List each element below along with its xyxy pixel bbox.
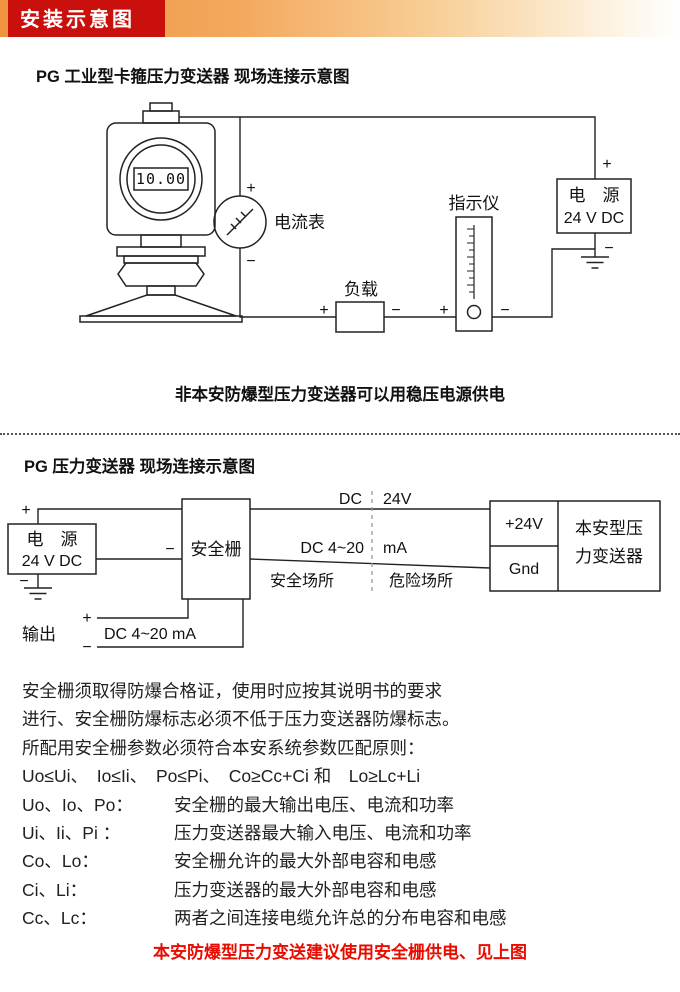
param-row: Co、Lo： 安全栅允许的最大外部电容和电感 [22,847,658,875]
indicator-plus: + [439,302,448,319]
note-line-3: 所配用安全栅参数必须符合本安系统参数匹配原则： [22,737,425,758]
ammeter-symbol [213,195,267,249]
power-name-1: 电 源 [569,186,620,205]
param-label: Co、Lo： [22,851,99,872]
transmitter-terminal-box [489,500,661,592]
output-label: 输出 [22,625,56,644]
param-label: Cc、Lc： [22,908,97,929]
dc420-label-left: DC 4~20 [300,540,364,557]
field-connection-diagram-2: 电 源 24 V DC + − 安全栅 − DC 24V DC 4~20 mA … [7,491,661,656]
safety-barrier-label: 安全栅 [191,540,242,559]
ammeter-plus: + [246,180,255,197]
power-supply-box-2 [7,523,97,575]
load-label: 负载 [344,280,378,299]
load-plus: + [319,302,328,319]
safety-notes: 安全栅须取得防爆合格证，使用时应按其说明书的要求 进行、安全栅防爆标志必须不低于… [0,663,680,933]
field-connection-diagram-1: 10.00 + − 电流表 负载 + − 指示仪 + − 电 源 24 V DC… [79,102,632,333]
indicator-label: 指示仪 [449,194,500,213]
transmitter-name-line2: 力变送器 [575,547,643,566]
param-label: Ui、Ii、Pi ： [22,823,121,844]
param-row: Ui、Ii、Pi ： 压力变送器最大输入电压、电流和功率 [22,819,658,847]
safety-barrier-box [181,498,251,600]
terminal-gnd: Gnd [509,561,539,578]
section1-title: PG 工业型卡箍压力变送器 现场连接示意图 [36,68,350,86]
power-minus-2: − [19,573,28,590]
output-signal-label: DC 4~20 mA [104,626,196,643]
load-minus: − [391,302,400,319]
power-supply-box-1 [556,178,632,234]
power-name-2: 电 源 [27,530,78,549]
ammeter-minus: − [246,253,255,270]
param-desc: 安全栅允许的最大外部电容和电感 [174,851,437,872]
ground-symbol-2 [24,587,52,600]
note-line-1: 安全栅须取得防爆合格证，使用时应按其说明书的要求 [22,681,442,701]
power-plus-2: + [21,502,30,519]
indicator-symbol [455,216,493,332]
page-title: 安装示意图 [8,0,165,37]
ammeter-label: 电流表 [274,213,325,232]
section-divider [0,433,680,435]
param-row: Uo、Io、Po： 安全栅的最大输出电压、电流和功率 [22,791,658,819]
footer-recommendation: 本安防爆型压力变送建议使用安全栅供电、见上图 [153,942,527,962]
section2-title: PG 压力变送器 现场连接示意图 [24,458,256,476]
note-formula: Uo≤Ui、 Io≤Ii、 Po≤Pi、 Co≥Cc+Ci 和 Lo≥Lc+Li [22,766,421,787]
dc24v-label-right: 24V [383,491,412,508]
dc24v-label-left: DC [339,491,362,508]
pressure-transmitter-drawing [79,102,243,323]
output-plus: + [82,610,91,627]
dc420-label-right: mA [383,540,407,557]
power-minus-1: − [604,240,613,257]
load-box [335,301,385,333]
hazardous-area-label: 危险场所 [389,572,453,590]
param-label: Ci、Li： [22,879,88,900]
circuit-wires-1 [179,116,596,318]
output-minus: − [82,639,91,656]
barrier-input-minus: − [165,541,174,558]
indicator-minus: − [500,302,509,319]
param-desc: 两者之间连接电缆允许总的分布电容和电感 [174,908,507,929]
note-line-2: 进行、安全栅防爆标志必须不低于压力变送器防爆标志。 [22,709,460,730]
power-rating-1: 24 V DC [564,210,624,227]
transmitter-display-value: 10.00 [136,170,186,188]
param-label: Uo、Io、Po： [22,794,133,815]
param-row: Cc、Lc： 两者之间连接电缆允许总的分布电容和电感 [22,904,658,932]
param-desc: 压力变送器最大输入电压、电流和功率 [174,823,472,844]
header-banner: 安装示意图 [0,0,680,37]
power-plus-1: + [602,156,611,173]
section1-caption: 非本安防爆型压力变送器可以用稳压电源供电 [175,386,505,404]
param-row: Ci、Li： 压力变送器的最大外部电容和电感 [22,876,658,904]
safe-area-label: 安全场所 [270,572,334,590]
transmitter-name-line1: 本安型压 [575,519,643,538]
circuit-wires-2 [37,508,491,648]
terminal-plus24v: +24V [505,516,543,533]
param-desc: 安全栅的最大输出电压、电流和功率 [174,794,454,815]
param-desc: 压力变送器的最大外部电容和电感 [174,879,437,900]
ground-symbol-1 [581,256,609,269]
power-rating-2: 24 V DC [22,553,82,570]
